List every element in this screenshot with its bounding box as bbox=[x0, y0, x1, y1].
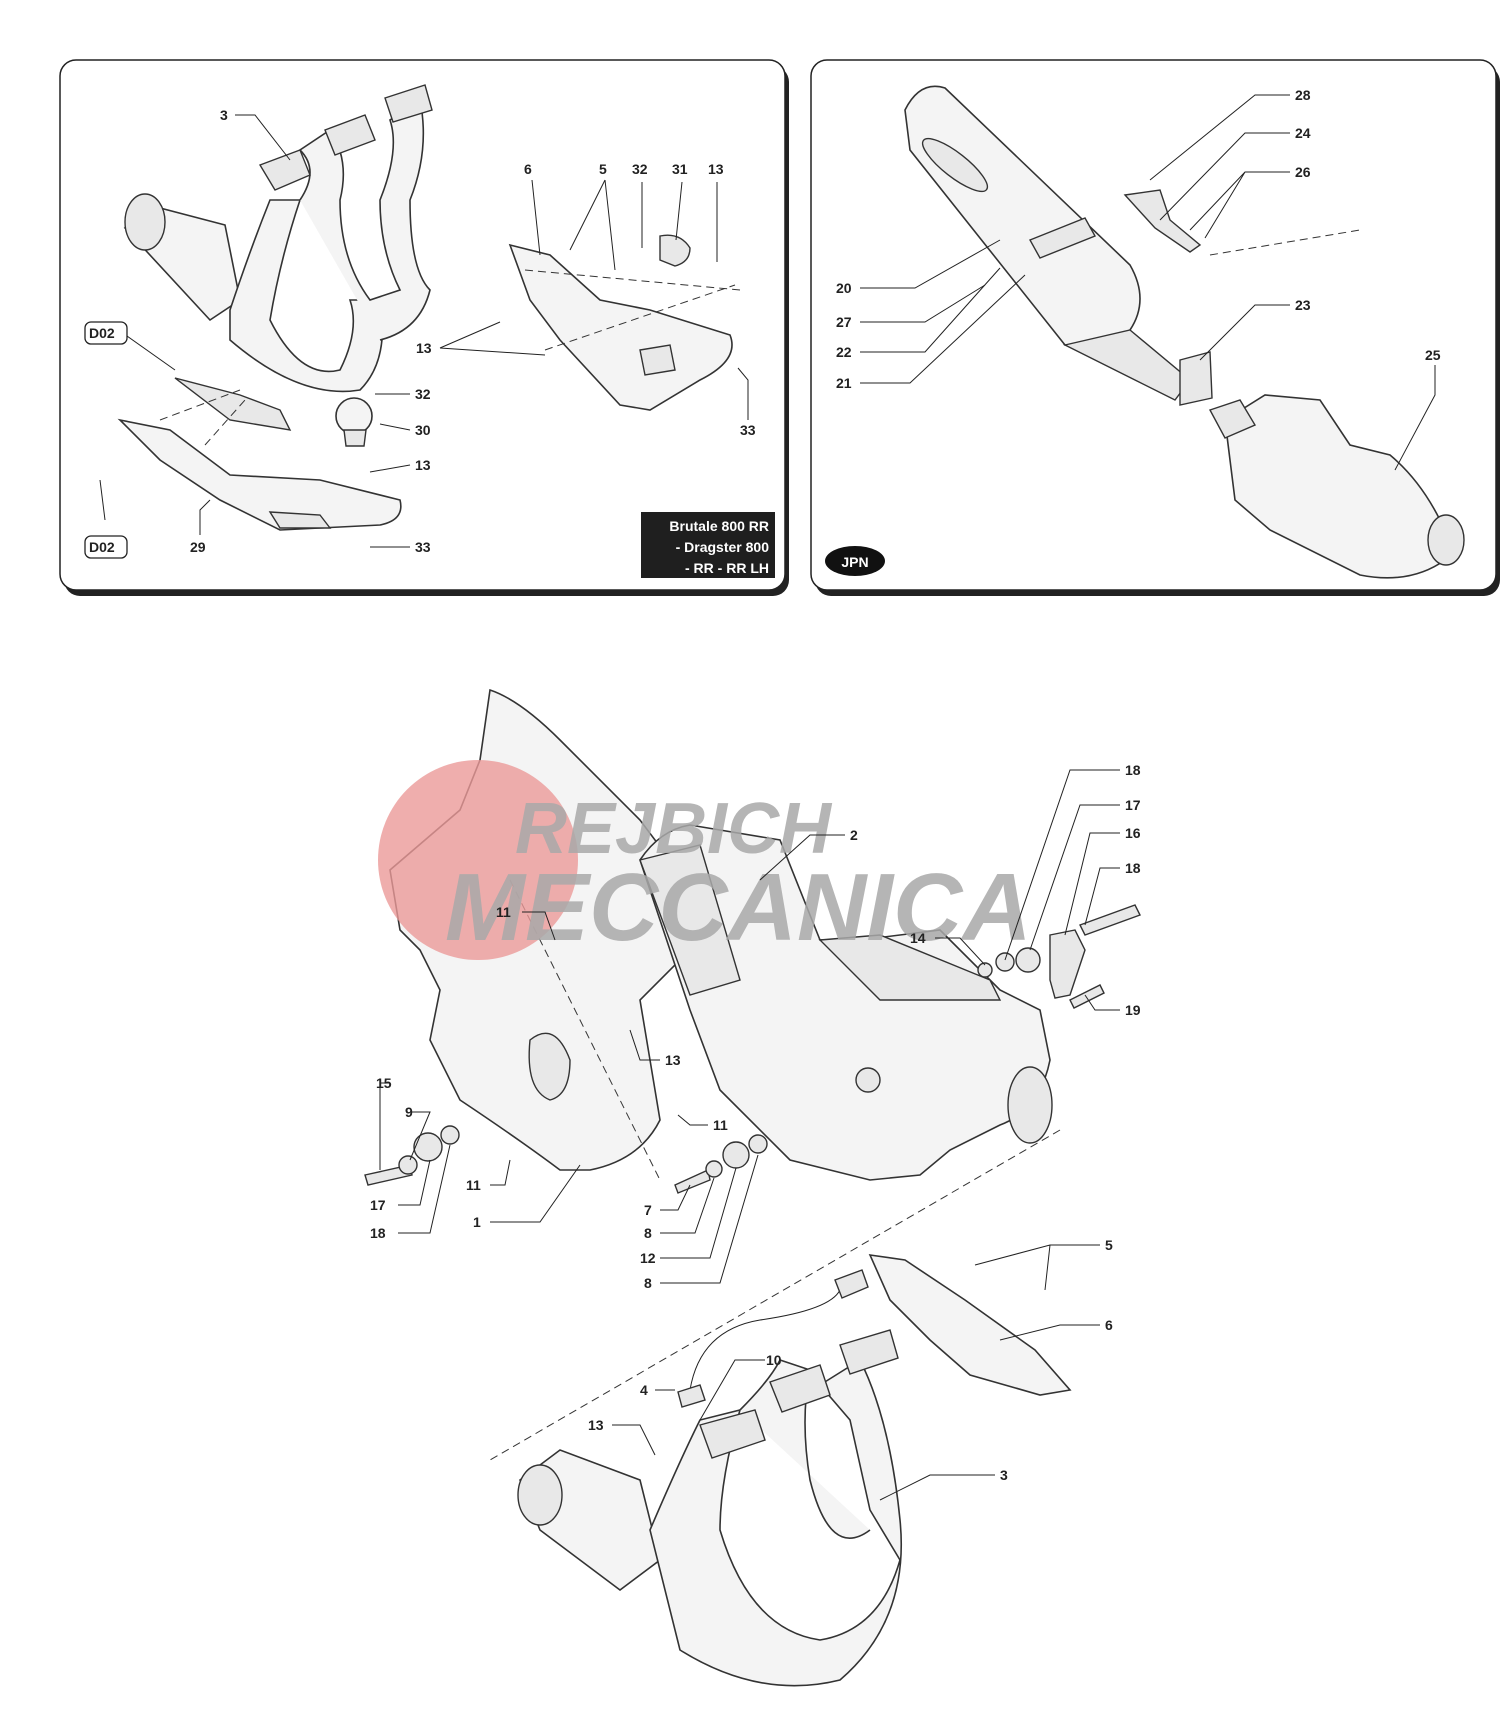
callout: 28 bbox=[1295, 87, 1311, 103]
callout: 18 bbox=[370, 1225, 386, 1241]
svg-text:- RR - RR LH: - RR - RR LH bbox=[685, 560, 769, 576]
callout: 29 bbox=[190, 539, 206, 555]
callout: 26 bbox=[1295, 164, 1311, 180]
market-badge: JPN bbox=[825, 546, 885, 576]
silencer bbox=[904, 85, 1191, 401]
model-applicability-box: Brutale 800 RR - Dragster 800 - RR - RR … bbox=[641, 512, 775, 578]
heat-shield-29 bbox=[117, 377, 402, 531]
callout: 12 bbox=[640, 1250, 656, 1266]
watermark-logo: REJBICH MECCANICA bbox=[378, 760, 1032, 961]
callout: 18 bbox=[1125, 860, 1141, 876]
seal-23 bbox=[1179, 351, 1213, 406]
callout: 13 bbox=[415, 457, 431, 473]
callout: 3 bbox=[1000, 1467, 1008, 1483]
callout: 32 bbox=[632, 161, 648, 177]
svg-text:REJBICH: REJBICH bbox=[515, 789, 833, 869]
callout: 14 bbox=[910, 930, 926, 946]
mounting-hardware-right bbox=[977, 904, 1141, 1009]
mounting-hardware-left bbox=[364, 1125, 768, 1194]
callout: 15 bbox=[376, 1075, 392, 1091]
reference-tag[interactable]: D02 bbox=[84, 535, 128, 559]
main-header-pipes bbox=[517, 1329, 903, 1687]
callout: 19 bbox=[1125, 1002, 1141, 1018]
callout: 20 bbox=[836, 280, 852, 296]
callout: 11 bbox=[713, 1117, 728, 1133]
panel-right: 28 24 26 20 27 22 21 23 25 JPN bbox=[810, 59, 1500, 596]
svg-text:MECCANICA: MECCANICA bbox=[445, 854, 1032, 961]
callout: 5 bbox=[599, 161, 607, 177]
callout: 17 bbox=[1125, 797, 1141, 813]
svg-text:Brutale 800 RR: Brutale 800 RR bbox=[669, 518, 769, 534]
callout: 3 bbox=[220, 107, 228, 123]
callout: 8 bbox=[644, 1275, 652, 1291]
callout: 24 bbox=[1295, 125, 1311, 141]
svg-text:JPN: JPN bbox=[841, 554, 868, 570]
header-pipes bbox=[123, 84, 433, 393]
callout: 18 bbox=[1125, 762, 1141, 778]
callout: 6 bbox=[1105, 1317, 1113, 1333]
main-heat-shield-6 bbox=[868, 1254, 1072, 1396]
callout: 2 bbox=[850, 827, 858, 843]
svg-text:D02: D02 bbox=[89, 539, 115, 555]
callout: 9 bbox=[405, 1104, 413, 1120]
callout: 13 bbox=[708, 161, 724, 177]
callout: 31 bbox=[672, 161, 688, 177]
lambda-sensor-cable bbox=[689, 1289, 841, 1391]
callout: 5 bbox=[1105, 1237, 1113, 1253]
callout: 30 bbox=[415, 422, 431, 438]
heat-shield-small bbox=[508, 234, 733, 411]
callout: 21 bbox=[836, 375, 852, 391]
callouts-left: 3 6 5 32 31 13 13 33 32 30 13 33 29 bbox=[99, 107, 756, 555]
callout: 25 bbox=[1425, 347, 1441, 363]
main-silencer bbox=[639, 824, 1053, 1181]
main-diagram: REJBICH MECCANICA 18 17 16 18 19 14 2 11… bbox=[364, 688, 1141, 1687]
callout: 13 bbox=[416, 340, 432, 356]
callout: 13 bbox=[588, 1417, 604, 1433]
callouts-main: 18 17 16 18 19 14 2 11 13 11 15 9 17 bbox=[370, 762, 1141, 1501]
callout: 22 bbox=[836, 344, 852, 360]
panel-left: 3 6 5 32 31 13 13 33 32 30 13 33 29 bbox=[59, 59, 789, 596]
callout: 27 bbox=[836, 314, 852, 330]
callout: 7 bbox=[644, 1202, 652, 1218]
callout: 1 bbox=[473, 1214, 481, 1230]
svg-text:D02: D02 bbox=[89, 325, 115, 341]
callout: 23 bbox=[1295, 297, 1311, 313]
callout: 8 bbox=[644, 1225, 652, 1241]
callout: 32 bbox=[415, 386, 431, 402]
callout: 11 bbox=[466, 1177, 481, 1193]
callout: 6 bbox=[524, 161, 532, 177]
clamp-30 bbox=[335, 397, 373, 447]
callout: 33 bbox=[740, 422, 756, 438]
callout: 11 bbox=[496, 904, 511, 920]
callout: 13 bbox=[665, 1052, 681, 1068]
catalyst-box bbox=[1208, 394, 1465, 579]
bracket-24 bbox=[1123, 189, 1202, 253]
callout: 16 bbox=[1125, 825, 1141, 841]
callout: 17 bbox=[370, 1197, 386, 1213]
reference-tag[interactable]: D02 bbox=[84, 321, 128, 345]
callout: 33 bbox=[415, 539, 431, 555]
svg-text:- Dragster 800: - Dragster 800 bbox=[676, 539, 770, 555]
callouts-right: 28 24 26 20 27 22 21 23 25 bbox=[836, 87, 1441, 471]
callout: 10 bbox=[766, 1352, 782, 1368]
callout: 4 bbox=[640, 1382, 648, 1398]
